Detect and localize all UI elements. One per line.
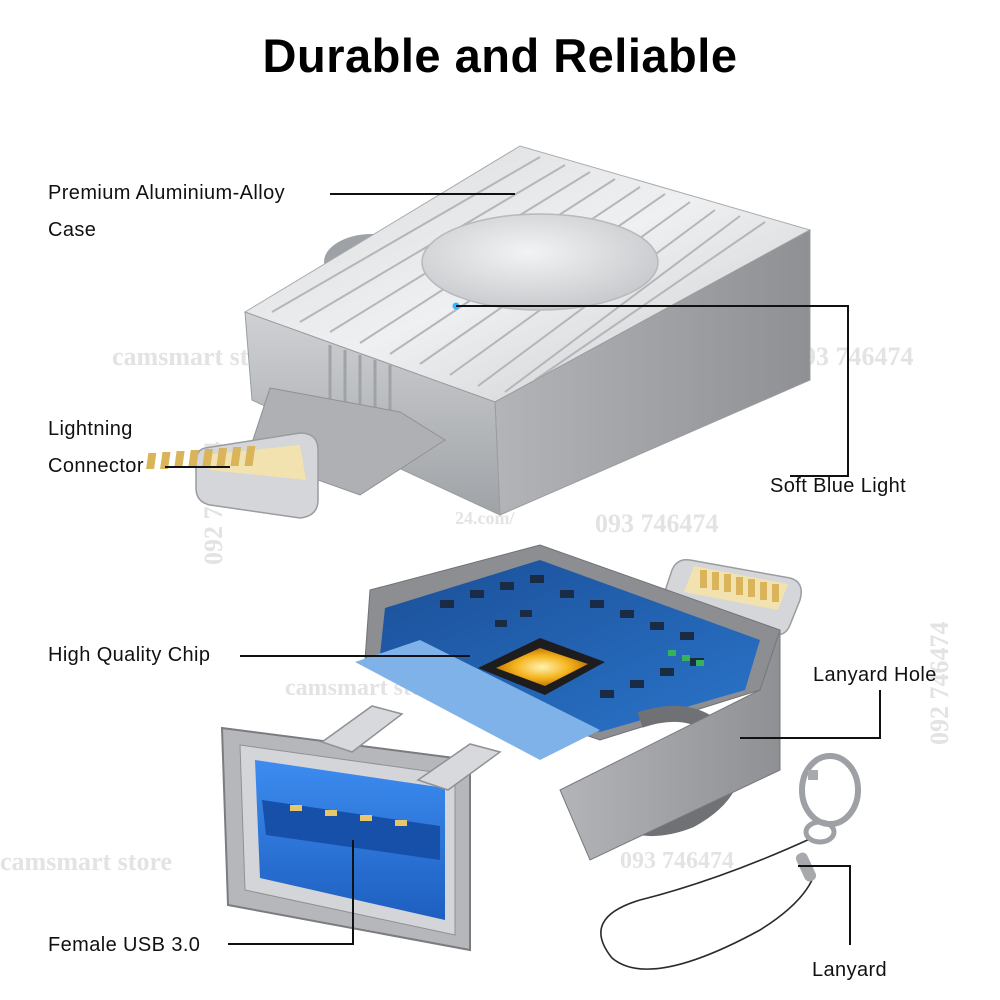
chip-glow: [496, 648, 588, 686]
top-adapter: [146, 145, 812, 519]
page-title: Durable and Reliable: [262, 29, 738, 82]
callout-lightning-line1: Lightning: [48, 418, 133, 440]
callout-lightning: Lightning Connector: [48, 411, 144, 485]
lightning-pins: [146, 446, 256, 469]
callout-usb: Female USB 3.0: [48, 934, 201, 956]
watermark-store-3: camsmart store: [0, 847, 172, 876]
line-blue-light: [456, 305, 849, 477]
usb-tongue: [262, 800, 440, 860]
callout-chip: High Quality Chip: [48, 644, 211, 666]
bottom-case-side: [559, 629, 781, 861]
lanyard-strap: [600, 837, 813, 970]
bottom-adapter: [220, 544, 802, 952]
pcb-foam-strip: [355, 640, 600, 760]
lanyard-clasp: [795, 753, 861, 882]
line-lanyard: [798, 865, 851, 945]
lightning-plug: [146, 432, 319, 519]
watermark-phone-3: 093 746474: [620, 848, 734, 874]
callout-lines: [165, 193, 881, 945]
watermark-phone-vert-2: 092 746474: [925, 622, 954, 746]
callout-lanyard-hole: Lanyard Hole: [813, 664, 937, 686]
case-ribs: [271, 156, 766, 393]
pcb-green-leds: [668, 650, 704, 666]
usb-spring-clips: [320, 705, 502, 791]
watermark-phone-1: 093 746474: [790, 342, 914, 371]
callout-case-line1: Premium Aluminium-Alloy: [48, 182, 286, 204]
callout-lanyard: Lanyard: [812, 959, 888, 981]
line-lanyard-hole: [740, 690, 881, 739]
pcb-components: [440, 575, 704, 698]
callout-lightning-line2: Connector: [48, 455, 144, 477]
callout-case: Premium Aluminium-Alloy Case: [48, 175, 285, 249]
watermark-phone-2: 093 746474: [595, 509, 719, 538]
chip: [478, 638, 605, 695]
lightning-pins-area: [204, 445, 306, 480]
line-usb: [228, 840, 354, 945]
pcb-board: [380, 560, 760, 732]
case-disc: [421, 213, 659, 311]
usb-contacts: [290, 805, 407, 826]
callout-case-line2: Case: [48, 219, 97, 241]
callout-blue-light: Soft Blue Light: [770, 475, 907, 497]
